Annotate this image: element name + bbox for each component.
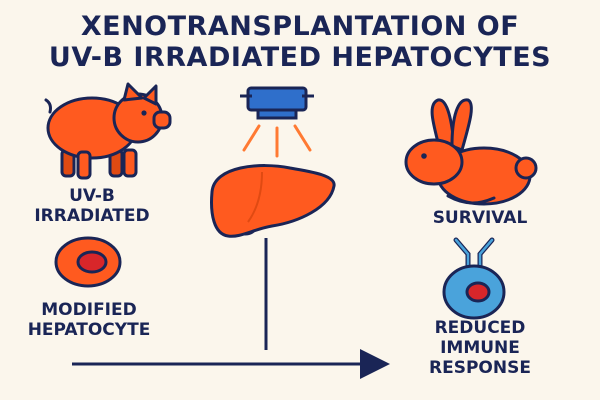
- reduced-immune-label-line-3: RESPONSE: [429, 358, 531, 378]
- uvb-label-line-1: UV-B: [69, 186, 115, 206]
- reduced-immune-label-line-2: IMMUNE: [440, 338, 520, 358]
- modified-hepatocyte-label-line-2: HEPATOCYTE: [27, 320, 151, 340]
- uv-lamp-icon: [240, 86, 314, 158]
- immune-cell-icon: [442, 237, 506, 320]
- survival-label: SURVIVAL: [432, 208, 528, 228]
- title-line-1: XENOTRANSPLANTATION OF: [80, 11, 520, 42]
- pig-icon: [44, 82, 172, 180]
- hepatocyte-cell-icon: [54, 236, 122, 288]
- reduced-immune-label-line-1: REDUCED: [434, 318, 526, 338]
- rabbit-icon: [404, 98, 538, 206]
- liver-icon: [210, 164, 336, 238]
- modified-hepatocyte-label-line-1: MODIFIED: [41, 300, 137, 320]
- uvb-label-line-2: IRRADIATED: [34, 206, 150, 226]
- title-line-2: UV-B IRRADIATED HEPATOCYTES: [48, 42, 552, 73]
